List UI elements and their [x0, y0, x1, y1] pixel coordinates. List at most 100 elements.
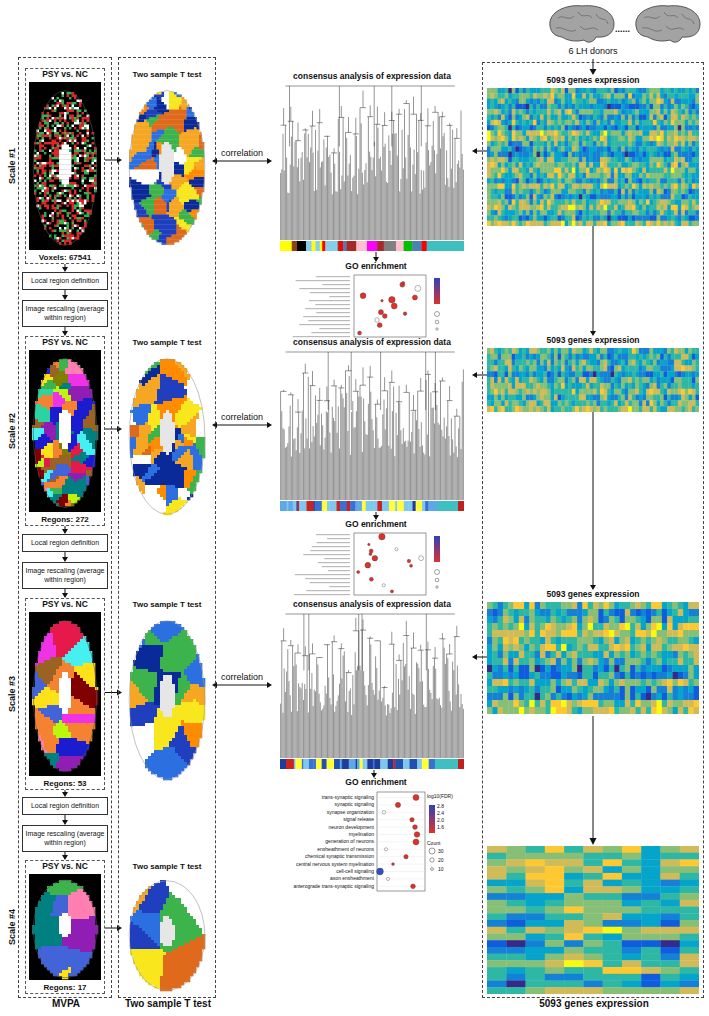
brain-region [35, 663, 38, 666]
brain-region [39, 132, 44, 135]
brain-region [32, 931, 59, 934]
brain-region [54, 155, 59, 158]
brain-region [56, 651, 68, 654]
brain-region [59, 210, 62, 213]
brain-region [59, 97, 69, 100]
brain-region [39, 192, 42, 195]
brain-region [69, 232, 72, 235]
brain-region [72, 230, 77, 233]
brain-region [159, 150, 162, 153]
brain-region [87, 200, 90, 203]
brain-region [56, 422, 59, 425]
brain-region [59, 122, 62, 125]
brain-region [59, 428, 71, 431]
brain-region [184, 120, 197, 123]
brain-region [154, 122, 184, 125]
brain-region [54, 132, 59, 135]
brain-region [42, 182, 47, 185]
brain-region [47, 182, 62, 185]
image-ground [124, 82, 210, 249]
brain-region [39, 205, 42, 208]
brain-region [159, 177, 162, 180]
arrow-head [267, 422, 272, 428]
brain-region [42, 200, 45, 203]
brain-region [177, 227, 182, 230]
brain-region [35, 419, 38, 422]
brain-region [79, 227, 82, 230]
brain-region [59, 690, 71, 693]
brain-region [57, 230, 60, 233]
brain-region [37, 202, 42, 205]
brain-region [53, 455, 59, 458]
brain-region [54, 107, 57, 110]
brain-region [160, 425, 175, 428]
brain-region [92, 137, 95, 140]
brain-region [132, 187, 150, 190]
brain-region [154, 401, 163, 404]
brain-region [162, 100, 170, 103]
brain-region [57, 222, 60, 225]
brain-region [38, 708, 62, 711]
arrow-head [212, 158, 217, 164]
brain-region [67, 197, 70, 200]
brain-region [56, 648, 71, 651]
brain-region [35, 726, 53, 729]
brain-region [67, 102, 72, 105]
brain-region [133, 404, 139, 407]
brain-region [74, 145, 77, 148]
brain-region [152, 237, 160, 240]
brain-region [44, 458, 50, 461]
brain-region [74, 220, 77, 223]
brain-region [52, 135, 55, 138]
brain-region [87, 142, 92, 145]
brain-region [157, 147, 162, 150]
arrow-line [593, 716, 594, 839]
brain-region [56, 690, 59, 693]
brain-region [47, 125, 50, 128]
brain-region [32, 928, 59, 931]
brain-region [49, 127, 54, 130]
brain-region [86, 681, 95, 684]
mvpa-panel: MVPAScale #1PSY vs. NCVoxels: 67541Local… [18, 57, 112, 998]
brain-region [148, 371, 160, 374]
brain-region [184, 383, 187, 386]
brain-region [62, 407, 77, 410]
brain-region [69, 177, 72, 180]
brain-region [49, 107, 52, 110]
brain-region [69, 135, 72, 138]
brain-region [68, 374, 86, 377]
brain-region [64, 132, 67, 135]
brain-region [69, 127, 72, 130]
brain-region [35, 681, 44, 684]
brain-region [44, 741, 59, 744]
brain-region [47, 222, 50, 225]
brain-region [59, 227, 62, 230]
brain-region [174, 165, 184, 168]
brain-region [35, 910, 53, 913]
brain-region [52, 175, 55, 178]
brain-region [67, 242, 70, 245]
brain-region [82, 177, 87, 180]
brain-region [162, 150, 175, 153]
brain-region [139, 117, 147, 120]
brain-region [44, 132, 47, 135]
brain-region [59, 371, 65, 374]
brain-region [32, 687, 44, 690]
brain-region [82, 220, 85, 223]
brain-region [42, 127, 45, 130]
brain-region [44, 750, 47, 753]
brain-region [175, 425, 178, 428]
brain-region [129, 167, 134, 170]
brain-region [160, 428, 175, 431]
brain-region [129, 172, 159, 175]
brain-region [79, 162, 82, 165]
brain-region [56, 434, 59, 437]
brain-region [74, 205, 79, 208]
brain-region [77, 112, 80, 115]
brain-region [53, 440, 59, 443]
arrow-head [212, 682, 217, 688]
brain-region [52, 200, 55, 203]
brain-region [149, 187, 164, 190]
brain-region [157, 398, 172, 401]
brain-region [92, 165, 95, 168]
